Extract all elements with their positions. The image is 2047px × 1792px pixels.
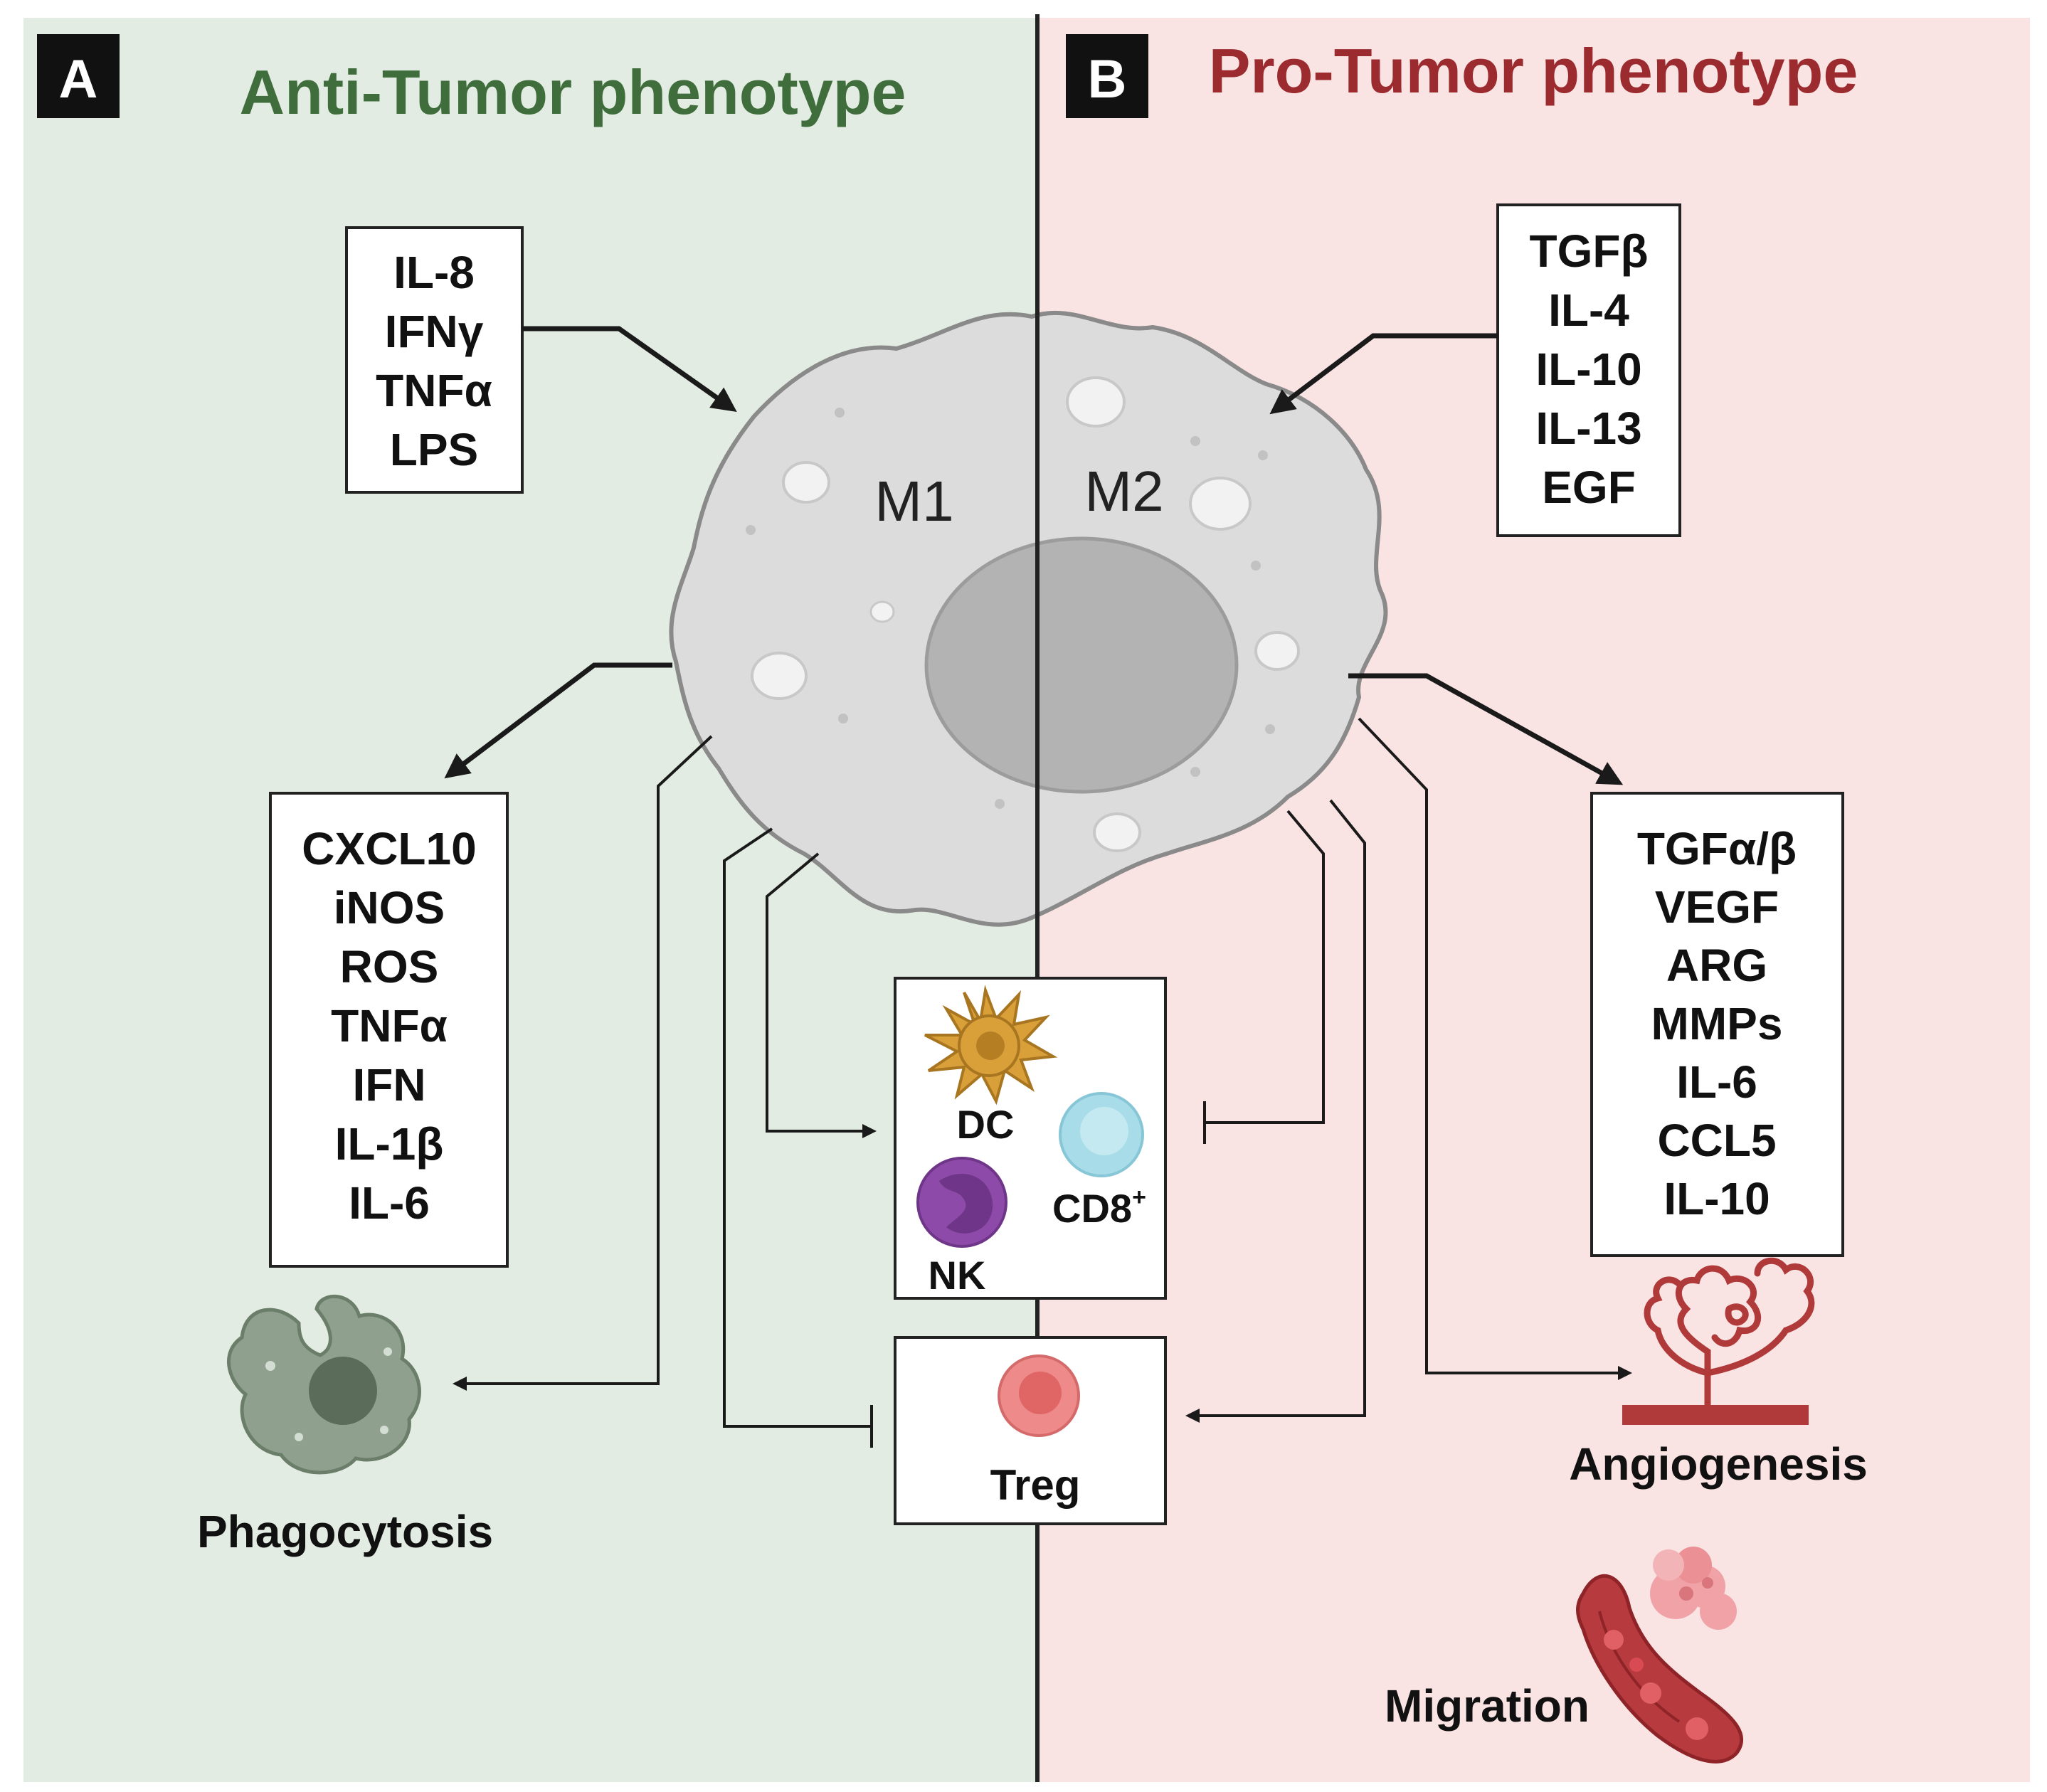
list-item: iNOS xyxy=(334,882,445,933)
arrow-m1-to-products xyxy=(444,662,672,779)
dc-label: DC xyxy=(957,1102,1015,1147)
macrophage-cell xyxy=(669,310,1388,927)
list-item: ARG xyxy=(1666,940,1767,991)
list-item: IL-10 xyxy=(1663,1173,1770,1224)
list-item: TGFβ xyxy=(1529,226,1648,277)
list-item: IL-6 xyxy=(1676,1056,1757,1108)
list-item: TNFα xyxy=(376,365,492,416)
panel-b-letter: B xyxy=(1088,49,1127,110)
vacuole xyxy=(751,652,808,700)
list-item: IFNγ xyxy=(385,306,484,357)
list-item: IL-6 xyxy=(349,1177,430,1229)
tumor-cell-cluster-icon xyxy=(1650,1547,1737,1630)
list-item: CXCL10 xyxy=(302,823,476,874)
angiogenesis-icon xyxy=(1622,1257,1815,1425)
list-item: IL-8 xyxy=(393,247,475,298)
list-item: IL-1β xyxy=(335,1118,444,1170)
panel-b-letter-box xyxy=(1066,34,1148,118)
vacuole xyxy=(1254,631,1300,671)
vacuole xyxy=(1066,376,1126,428)
m2-inducers-box xyxy=(1496,203,1681,537)
phagocytosis-label: Phagocytosis xyxy=(197,1506,493,1557)
list-item: IL-10 xyxy=(1535,344,1641,395)
m2-products-box xyxy=(1590,792,1844,1257)
list-item: IFN xyxy=(352,1059,425,1110)
m1-inducers-box xyxy=(345,226,524,494)
arrow-inducers-to-m1 xyxy=(522,326,737,413)
nk-label: NK xyxy=(929,1253,986,1298)
panel-b-title: Pro-Tumor phenotype xyxy=(1209,36,1858,106)
cd8-label: CD8+ xyxy=(1052,1184,1146,1231)
list-item: EGF xyxy=(1542,462,1636,513)
angiogenesis-label: Angiogenesis xyxy=(1569,1438,1868,1490)
phagocytosis-icon xyxy=(227,1294,421,1475)
list-item: TGFα/β xyxy=(1637,823,1797,874)
list-item: VEGF xyxy=(1655,881,1779,933)
line-m1-to-phagocytosis xyxy=(453,735,713,1391)
list-item: IL-13 xyxy=(1535,403,1641,454)
list-item: ROS xyxy=(340,941,439,992)
dendritic-cell-icon xyxy=(924,985,1058,1106)
line-m1-inhibits-treg xyxy=(723,827,872,1428)
line-m1-activates-effectors xyxy=(766,852,877,1138)
migration-icon xyxy=(1576,1547,1744,1764)
cd8-t-cell-icon xyxy=(1059,1092,1144,1177)
treg-cell-icon xyxy=(998,1354,1080,1437)
treg-label: Treg xyxy=(990,1461,1081,1509)
panel-a-letter-box xyxy=(37,34,120,118)
nk-cell-icon xyxy=(916,1157,1007,1248)
arrow-m2-to-products xyxy=(1348,673,1624,785)
vacuole xyxy=(1093,812,1141,852)
list-item: LPS xyxy=(390,424,478,475)
line-m2-activates-treg xyxy=(1185,799,1366,1423)
list-item: TNFα xyxy=(331,1000,448,1051)
migration-label: Migration xyxy=(1385,1680,1590,1732)
line-m2-to-angiogenesis xyxy=(1358,717,1632,1380)
macrophage-nucleus xyxy=(924,536,1239,794)
line-m2-inhibits-effectors xyxy=(1205,810,1325,1124)
m1-products-box xyxy=(269,792,509,1268)
m2-label: M2 xyxy=(1084,460,1163,523)
arrow-inducers-to-m2 xyxy=(1269,333,1498,415)
vacuole xyxy=(869,600,895,623)
list-item: MMPs xyxy=(1651,998,1783,1049)
m1-label: M1 xyxy=(874,470,953,533)
panel-a-letter: A xyxy=(59,49,98,110)
list-item: IL-4 xyxy=(1548,285,1629,336)
list-item: CCL5 xyxy=(1657,1115,1776,1166)
vacuole xyxy=(1189,477,1252,531)
vacuole xyxy=(782,461,830,504)
panel-a-title: Anti-Tumor phenotype xyxy=(240,57,906,127)
